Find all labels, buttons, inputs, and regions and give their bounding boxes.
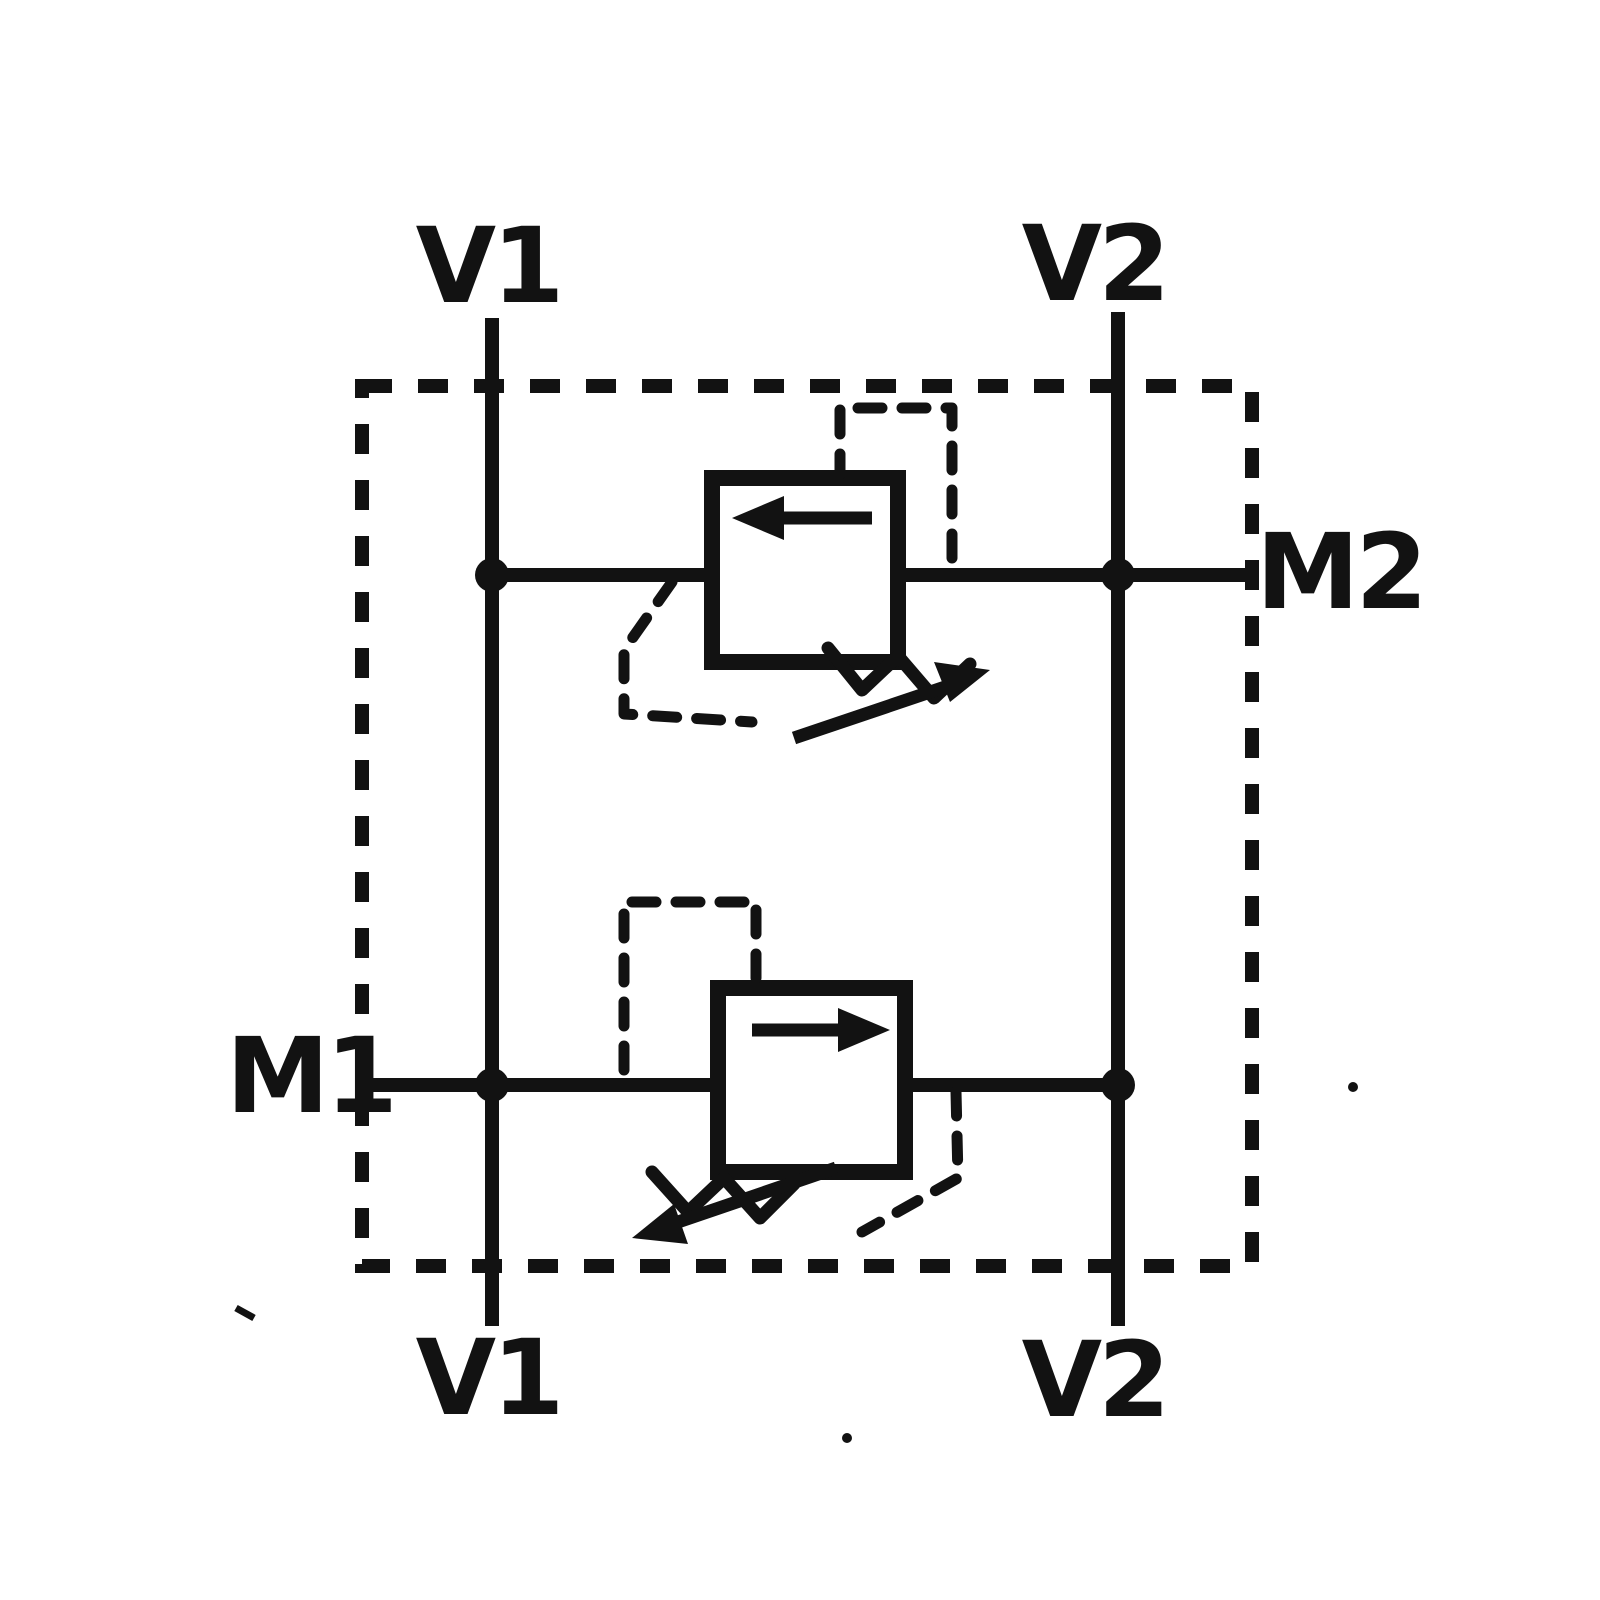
lower-valve-adjust-arrow-shaft <box>675 1161 839 1229</box>
upper-relief-valve-icon <box>618 402 990 745</box>
junction-dot-v1-m2 <box>475 558 509 592</box>
upper-valve-flow-arrowhead <box>732 496 784 540</box>
junction-dot-v2-m1 <box>1101 1068 1135 1102</box>
port-label-m2: M2 <box>1256 511 1424 633</box>
lower-valve-spring-icon <box>645 1165 801 1225</box>
lower-valve-adjust-arrowhead <box>632 1204 688 1244</box>
port-label-v2-bottom: V2 <box>1022 1319 1167 1441</box>
port-label-v1-bottom: V1 <box>416 1317 561 1439</box>
lower-valve-drain-line <box>856 1086 964 1238</box>
junction-dot-v2-m2 <box>1101 558 1135 592</box>
valve-block-boundary <box>355 379 1259 1273</box>
junction-dot-v1-m1 <box>475 1068 509 1102</box>
ink-speck <box>1348 1082 1358 1092</box>
ink-speck <box>234 1304 256 1322</box>
lower-valve-flow-arrowhead <box>838 1008 890 1052</box>
upper-valve-adjust-arrowhead <box>934 662 990 702</box>
port-label-v1-top: V1 <box>416 205 561 327</box>
port-label-m1: M1 <box>226 1015 394 1137</box>
port-label-v2-top: V2 <box>1022 203 1167 325</box>
lower-relief-valve-icon <box>618 896 964 1244</box>
upper-valve-drain-line <box>618 576 758 728</box>
ink-speck <box>842 1433 852 1443</box>
upper-valve-adjust-arrow-shaft <box>791 679 951 745</box>
lower-valve-body <box>710 980 913 1180</box>
upper-valve-body <box>704 470 906 670</box>
lower-valve-pilot-line <box>618 896 762 1076</box>
